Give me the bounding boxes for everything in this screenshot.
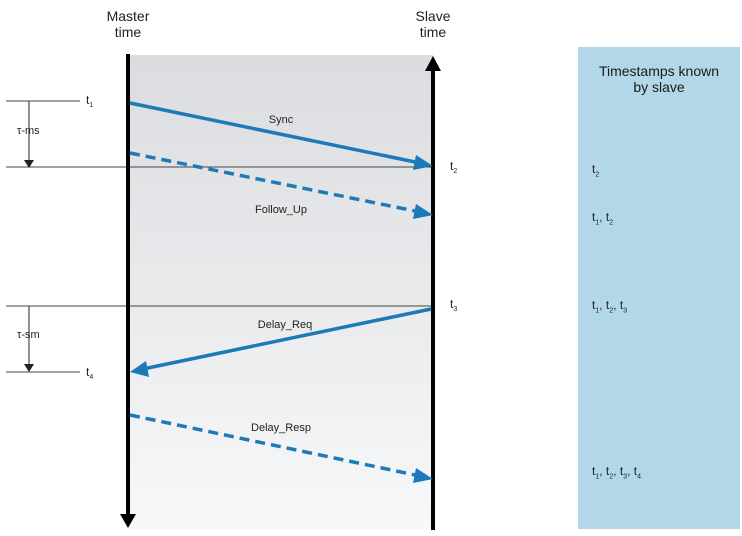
t2-label: t2 bbox=[450, 159, 457, 175]
timestamp-sub: 2 bbox=[609, 473, 614, 481]
t4-sub: 4 bbox=[89, 374, 93, 381]
timestamps-panel: Timestamps known by slave bbox=[578, 47, 740, 529]
master-timeline bbox=[120, 54, 136, 528]
follow-up-message-arrow bbox=[129, 151, 433, 219]
t3-sub: 3 bbox=[453, 306, 457, 313]
timestamp-base: t bbox=[592, 210, 596, 224]
t4-label: t4 bbox=[86, 365, 93, 381]
timestamp-sub: 2 bbox=[595, 171, 600, 179]
follow-up-label: Follow_Up bbox=[255, 204, 307, 216]
t2-sub: 2 bbox=[453, 168, 457, 175]
interval-ms-label: τ-ms bbox=[17, 125, 40, 137]
timestamp-base: t bbox=[619, 298, 624, 312]
interval-sm-label: τ-sm bbox=[17, 329, 40, 341]
timestamp-sub: 1 bbox=[595, 473, 600, 481]
timestamp-sub: 4 bbox=[637, 473, 642, 481]
timestamps-panel-title: Timestamps known by slave bbox=[598, 63, 720, 95]
t1-base: t bbox=[86, 93, 90, 107]
timestamp-base: t bbox=[605, 464, 610, 478]
timestamp-sub: 1 bbox=[595, 219, 600, 227]
timestamp-sub: 3 bbox=[623, 473, 628, 481]
timestamp-sub: 3 bbox=[623, 307, 628, 315]
timestamp-base: t bbox=[633, 464, 638, 478]
t3-label: t3 bbox=[450, 297, 457, 313]
t3-base: t bbox=[450, 297, 454, 311]
timestamp-base: t bbox=[619, 464, 624, 478]
delay-resp-message-arrow bbox=[129, 413, 433, 483]
slave-time-header: Slave time bbox=[415, 8, 451, 40]
master-time-header: Master time bbox=[106, 8, 150, 40]
timestamp-sub: 2 bbox=[609, 307, 614, 315]
timestamp-row-4: t1, t2, t3, t4 bbox=[592, 464, 642, 481]
delay-req-label: Delay_Req bbox=[258, 319, 312, 331]
t1-label: t1 bbox=[86, 93, 93, 109]
timestamp-row-1: t2 bbox=[592, 162, 599, 178]
timestamp-row-3: t1, t2, t3 bbox=[592, 298, 628, 315]
delay-resp-label: Delay_Resp bbox=[251, 422, 311, 434]
t4-base: t bbox=[86, 365, 90, 379]
delay-req-message-arrow bbox=[130, 307, 432, 377]
sync-message-arrow bbox=[129, 101, 433, 170]
slave-timeline bbox=[425, 56, 441, 530]
timestamp-base: t bbox=[592, 162, 596, 176]
interval-sm-arrow bbox=[24, 306, 34, 372]
timestamp-row-2: t1, t2 bbox=[592, 210, 614, 227]
timestamp-sub: 2 bbox=[609, 219, 614, 227]
timeline-band bbox=[128, 55, 433, 529]
timestamp-base: t bbox=[605, 210, 610, 224]
t2-base: t bbox=[450, 159, 454, 173]
t1-sub: 1 bbox=[89, 102, 93, 109]
timestamp-base: t bbox=[605, 298, 610, 312]
timestamp-sub: 1 bbox=[595, 307, 600, 315]
interval-ms-arrow bbox=[24, 101, 34, 168]
timestamp-base: t bbox=[592, 464, 596, 478]
timestamp-base: t bbox=[592, 298, 596, 312]
sync-label: Sync bbox=[269, 114, 294, 126]
